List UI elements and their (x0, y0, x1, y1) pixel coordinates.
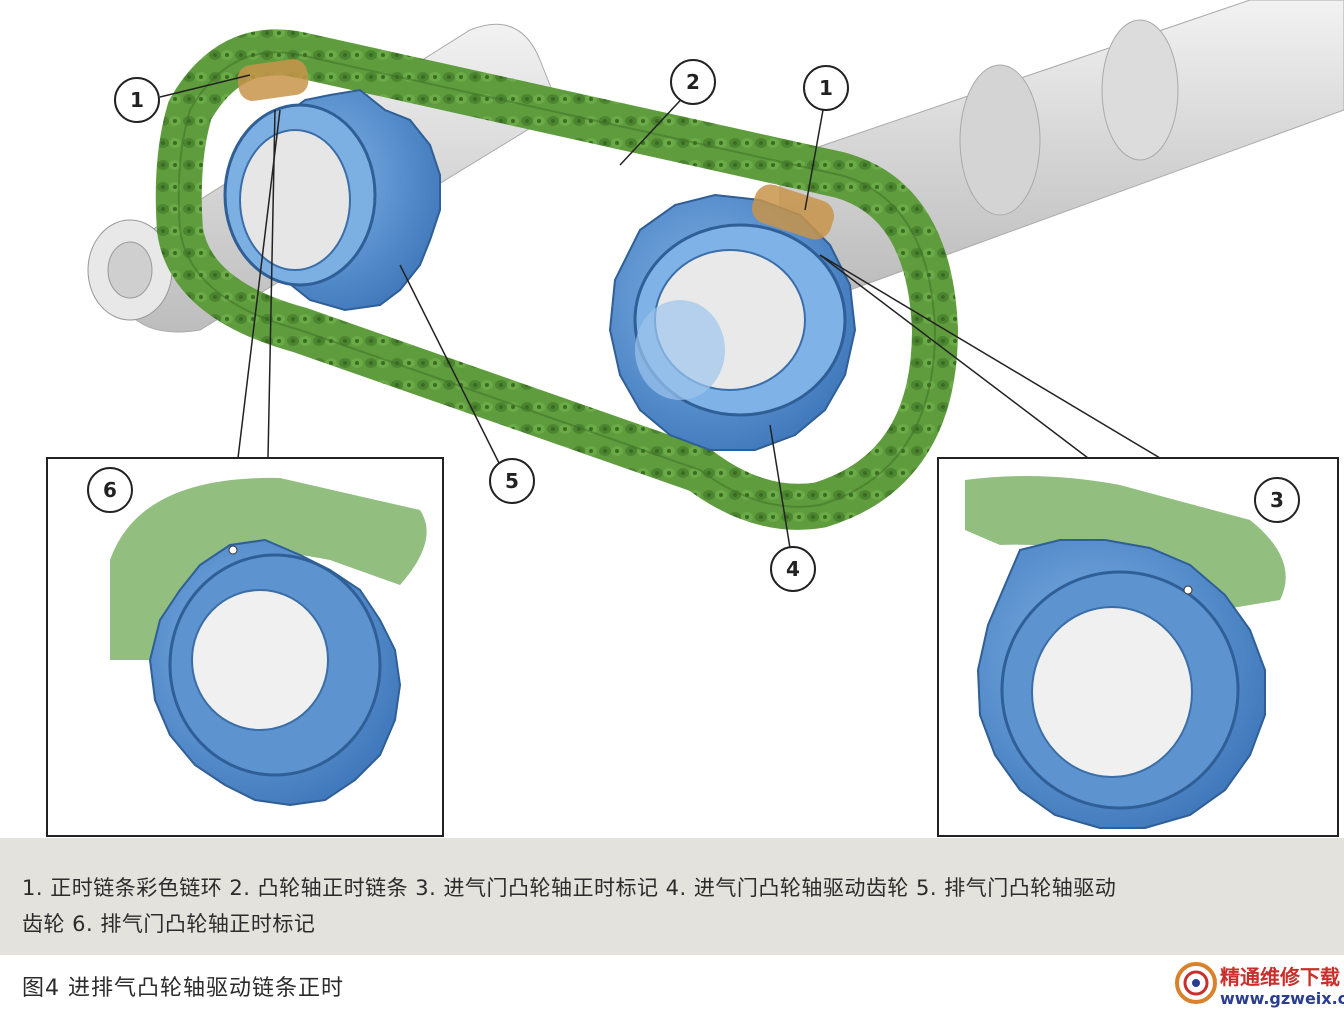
svg-text:2: 2 (686, 70, 700, 94)
legend-text-line-1: 1. 正时链条彩色链环 2. 凸轮轴正时链条 3. 进气门凸轮轴正时标记 4. … (22, 876, 1117, 900)
svg-text:6: 6 (103, 478, 117, 502)
leader-lines (127, 74, 1266, 591)
legend-band (0, 838, 1344, 955)
camshaft-timing-diagram: 1 2 1 5 4 6 3 (46, 0, 1344, 837)
figure-title: 图4 进排气凸轮轴驱动链条正时 (22, 976, 344, 1001)
legend-text-line-2: 齿轮 6. 排气门凸轮轴正时标记 (22, 912, 316, 936)
colored-chain-link-right (751, 184, 835, 240)
callout-1-right: 1 (803, 65, 849, 111)
svg-text:5: 5 (505, 469, 519, 493)
svg-text:4: 4 (786, 557, 800, 581)
svg-text:1: 1 (130, 88, 144, 112)
svg-text:1: 1 (819, 76, 833, 100)
callout-5: 5 (489, 458, 535, 504)
callout-6: 6 (87, 467, 133, 513)
watermark-url: www.gzweix.com (1220, 989, 1344, 1008)
colored-chain-link-left (237, 59, 309, 101)
exhaust-camshaft-sprocket (223, 88, 441, 312)
callout-4: 4 (770, 546, 816, 592)
intake-camshaft-sprocket (608, 193, 857, 451)
svg-text:3: 3 (1270, 488, 1284, 512)
callout-1-left: 1 (114, 77, 160, 123)
watermark-name: 精通维修下载 (1220, 965, 1340, 989)
callout-2: 2 (670, 59, 716, 105)
watermark: 精通维修下载 www.gzweix.com (1172, 955, 1344, 1014)
intake-camshaft (779, 0, 1344, 291)
timing-chain (155, 29, 958, 530)
detail-box-exhaust (46, 457, 444, 837)
callout-3: 3 (1254, 477, 1300, 523)
watermark-logo-icon (1175, 962, 1217, 1004)
